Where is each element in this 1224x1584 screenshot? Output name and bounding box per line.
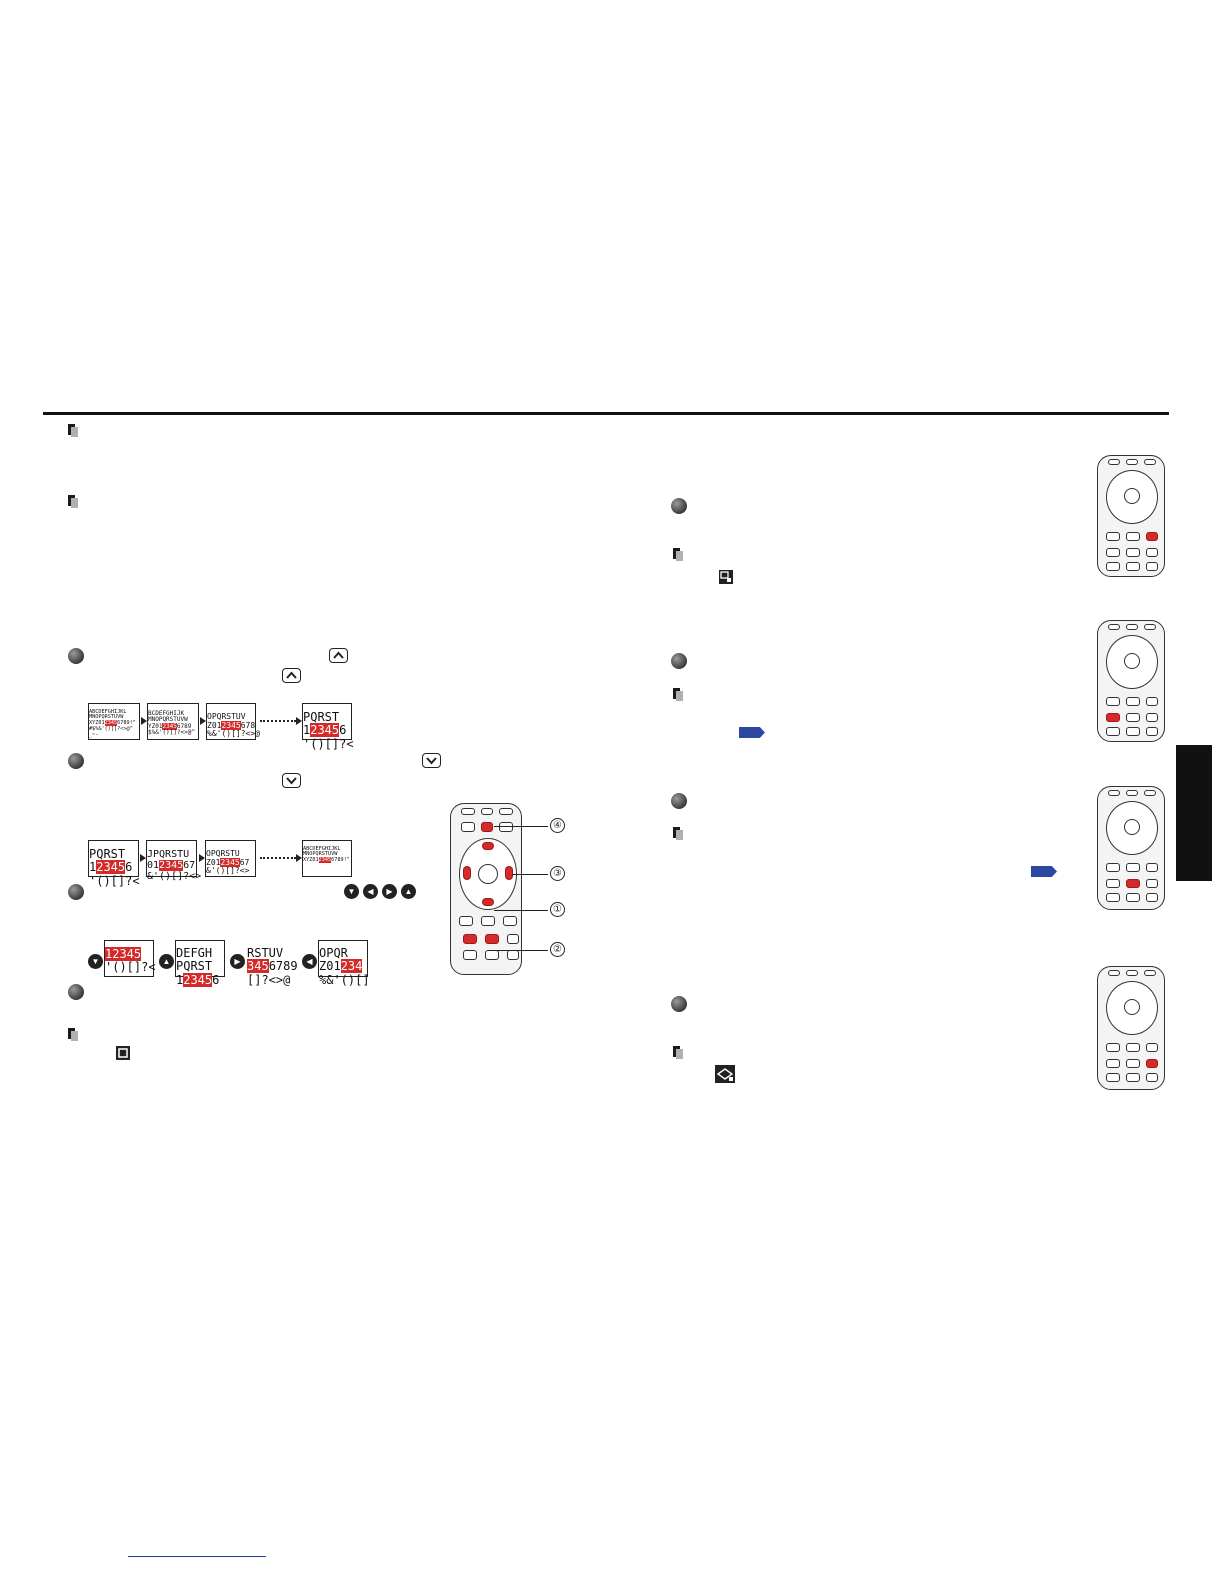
right-round-icon: ▶: [230, 954, 245, 969]
callout-leader: [494, 826, 548, 827]
footer-link[interactable]: [128, 1556, 266, 1557]
callout-2: ②: [550, 942, 565, 957]
arrow-icon: [200, 717, 206, 725]
up-key-icon: [282, 668, 301, 683]
left-round-icon: ◀: [363, 884, 378, 899]
step-bullet-icon: [671, 498, 687, 514]
step-bullet-icon: [671, 653, 687, 669]
section-divider: [43, 412, 1169, 415]
arrow-icon: [199, 854, 205, 862]
note-icon: [673, 827, 683, 840]
right-round-icon: ▶: [382, 884, 397, 899]
remote-control-icon: [1097, 966, 1165, 1090]
step-bullet-icon: [68, 648, 84, 664]
remote-control-icon: [1097, 620, 1165, 742]
note-icon: [68, 495, 78, 508]
note-icon: [673, 548, 683, 561]
down-key-icon: [422, 753, 441, 768]
callout-leader: [512, 874, 548, 875]
page-reference-icon: [1031, 866, 1057, 877]
step-bullet-icon: [671, 996, 687, 1012]
up-key-icon: [329, 648, 348, 663]
note-icon: [68, 1028, 78, 1041]
note-icon: [68, 424, 78, 437]
up-round-icon: ▲: [159, 954, 174, 969]
arrow-icon: [296, 854, 302, 862]
callout-1: ①: [550, 902, 565, 917]
page-reference-icon: [739, 727, 765, 738]
note-icon: [673, 1046, 683, 1059]
callout-3: ③: [550, 866, 565, 881]
arrow-icon: [141, 717, 147, 725]
remote-control-icon: [1097, 455, 1165, 577]
remote-control-icon: [1097, 786, 1165, 910]
pan-screen-1: 12345'()[]?<: [104, 940, 156, 977]
step-bullet-icon: [68, 984, 84, 1000]
freeze-icon: [116, 1046, 130, 1060]
arrow-icon: [140, 854, 146, 862]
callout-4: ④: [550, 818, 565, 833]
continuation-dots: [260, 720, 296, 722]
left-round-icon: ◀: [302, 954, 317, 969]
callout-leader: [494, 910, 548, 911]
continuation-dots: [260, 857, 296, 859]
callout-leader: [488, 950, 548, 951]
step-bullet-icon: [68, 753, 84, 769]
remote-control-icon: [450, 803, 522, 975]
chapter-side-tab: [1176, 745, 1212, 881]
note-icon: [673, 688, 683, 701]
up-round-icon: ▲: [401, 884, 416, 899]
arrow-icon: [296, 717, 302, 725]
eco-icon: [715, 1065, 735, 1083]
down-round-icon: ▼: [344, 884, 359, 899]
keystone-icon: [719, 570, 733, 584]
step-bullet-icon: [671, 793, 687, 809]
down-key-icon: [282, 773, 301, 788]
step-bullet-icon: [68, 884, 84, 900]
down-round-icon: ▼: [88, 954, 103, 969]
